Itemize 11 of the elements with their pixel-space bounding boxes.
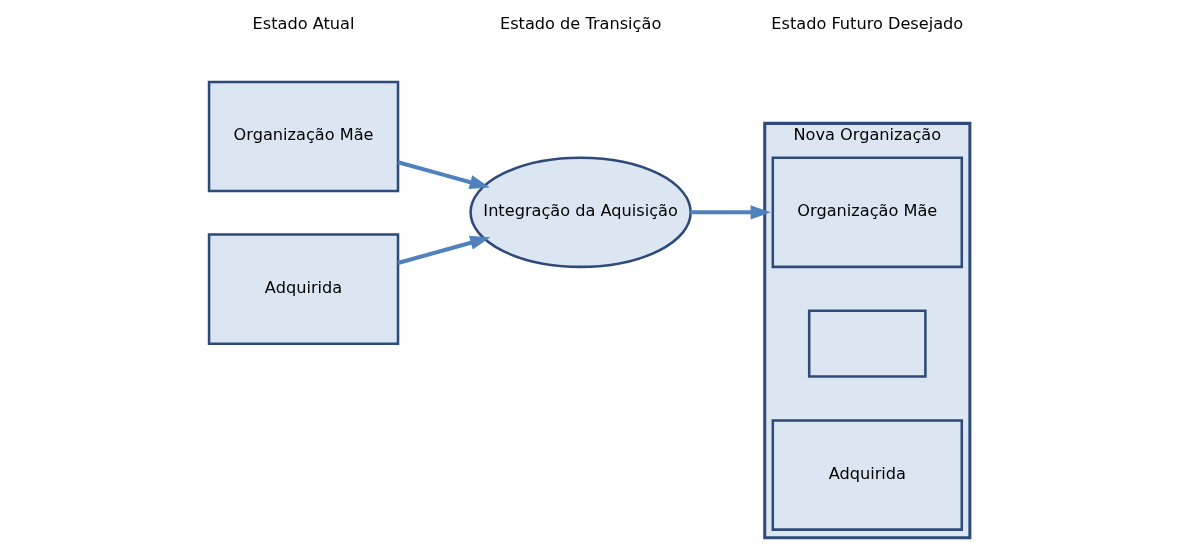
arrow xyxy=(397,235,490,265)
label: Estado Futuro Desejado xyxy=(770,14,963,34)
arrow xyxy=(397,160,490,190)
node-box: Organização Mãe xyxy=(207,80,399,193)
node-box: Adquirida xyxy=(207,233,399,345)
label: Estado de Transição xyxy=(499,14,661,34)
node-box: Organização Mãe xyxy=(771,156,963,269)
node-box: Adquirida xyxy=(771,419,963,531)
arrow xyxy=(689,205,771,220)
label: Estado Atual xyxy=(252,14,354,34)
node-box xyxy=(807,309,927,378)
